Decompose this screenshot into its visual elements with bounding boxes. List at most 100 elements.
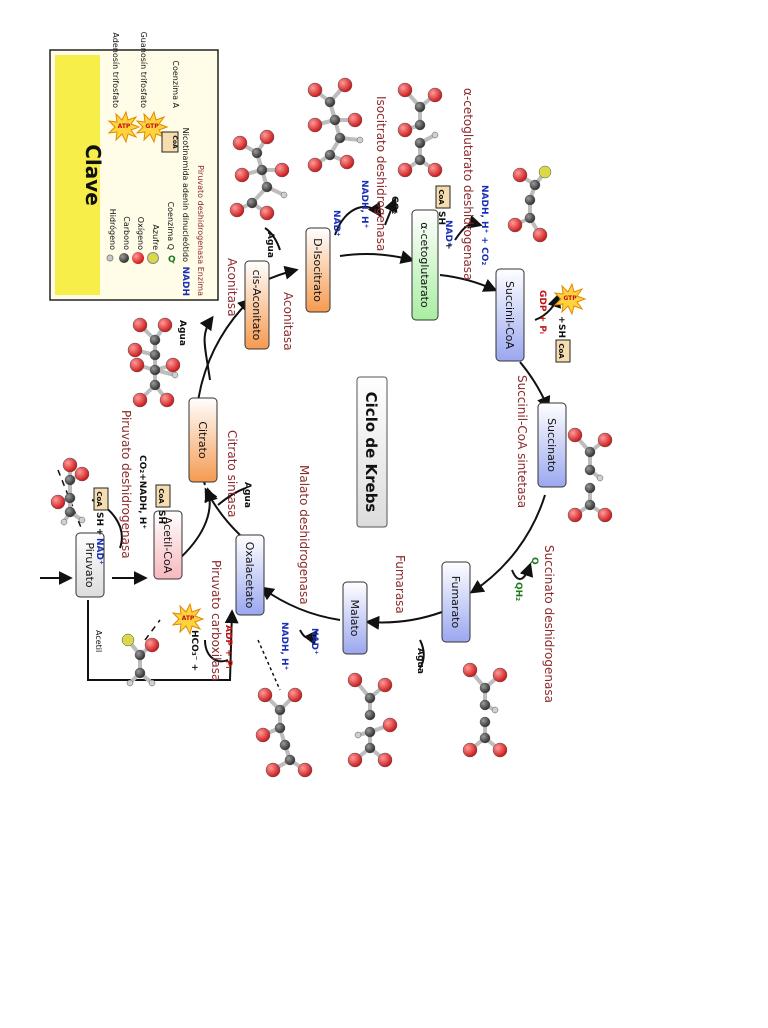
label-gdp-pi: GDP + Pᵢ xyxy=(537,290,547,334)
legend-label-enzyme: Piruvato deshidrogenasa Enzima xyxy=(196,165,205,296)
oxygen-atom xyxy=(74,466,90,482)
oxygen-atom xyxy=(259,205,275,221)
carbon-atom xyxy=(584,446,596,458)
oxygen-icon xyxy=(132,252,144,264)
label-nadh-co2-cetoglutarato: NADH, H⁺ + CO₂ xyxy=(479,185,489,265)
svg-text:ATP: ATP xyxy=(118,123,131,130)
carbon-atom xyxy=(274,722,286,734)
label-agua-fumarasa: Agua xyxy=(415,648,425,674)
carbon-atom xyxy=(414,137,426,149)
carbon-atom xyxy=(279,739,291,751)
enzyme-labels: Piruvato deshidrogenasa Piruvato carboxi… xyxy=(119,88,556,703)
box-oxalacetato: Oxalacetato xyxy=(235,534,265,616)
legend-nadh-abbr: NADH xyxy=(180,266,190,296)
carbon-atom xyxy=(584,464,596,476)
arrow-isocitrato-to-cetoglutarato xyxy=(339,250,415,264)
carbon-atom xyxy=(524,194,536,206)
svg-text:cis-Aconitato: cis-Aconitato xyxy=(250,270,263,341)
molecule-isocitrato xyxy=(307,77,364,173)
legend-title-band xyxy=(55,55,100,295)
svg-text:+: + xyxy=(94,528,104,536)
arrow-agua-release-citrato xyxy=(199,315,214,381)
legend-label-gtp: Guanosín trifosfato xyxy=(139,32,148,109)
carbon-atom xyxy=(149,334,161,346)
hydrogen-atom xyxy=(491,706,499,714)
box-citrato: Citrato xyxy=(188,397,218,483)
label-agua-citrato: Agua xyxy=(177,320,187,346)
oxygen-atom xyxy=(462,742,478,758)
oxygen-atom xyxy=(339,154,355,170)
legend-label-coenzyme-q: Coenzima Q xyxy=(166,202,175,250)
molecule-citrato xyxy=(127,317,181,408)
oxygen-atom xyxy=(347,112,363,128)
label-nadh-isocitrato: NADH, H⁺ xyxy=(359,180,369,229)
oxygen-atom xyxy=(132,317,148,333)
hydrogen-atom xyxy=(596,474,604,482)
legend-q-letter: Q xyxy=(168,255,176,265)
hydrogen-atom xyxy=(148,679,156,687)
oxygen-atom xyxy=(397,122,413,138)
carbon-atom xyxy=(479,699,491,711)
legend-title: Clave xyxy=(81,144,105,206)
molecule-cetoglutarato xyxy=(397,82,443,178)
carbon-atom xyxy=(64,474,76,486)
carbon-atom xyxy=(414,119,426,131)
oxygen-atom xyxy=(347,672,363,688)
carbon-atom xyxy=(284,754,296,766)
box-succinato: Succinato xyxy=(537,402,567,488)
label-adp-pi: ADP + Pᵢ xyxy=(223,625,233,668)
arrow-co2-isocitrato xyxy=(384,197,398,226)
dashed-link-acetil xyxy=(144,619,161,641)
label-agua-citrato-sintasa: Agua xyxy=(242,482,252,508)
label-aconitasa-1: Aconitasa xyxy=(225,258,239,317)
oxygen-atom xyxy=(132,392,148,408)
carbon-atom xyxy=(274,704,286,716)
oxygen-atom xyxy=(397,82,413,98)
carbon-atom xyxy=(364,742,376,754)
legend-label-carbon: Carbono xyxy=(122,216,131,250)
legend-label-oxygen: Oxígeno xyxy=(136,217,145,250)
curve-isocitrato-nad xyxy=(334,201,382,236)
oxygen-atom xyxy=(492,667,508,683)
label-succinato-deshidrogenasa: Succinato deshidrogenasa xyxy=(542,545,556,703)
label-plus-cetoglutarato: + xyxy=(443,242,453,250)
label-citrato-sintasa: Citrato sintasa xyxy=(225,430,239,517)
oxygen-atom xyxy=(234,167,250,183)
svg-text:CoA: CoA xyxy=(95,491,103,507)
svg-text:CoA: CoA xyxy=(557,343,565,359)
gtp-star-succinilcoa: GTP xyxy=(553,282,587,316)
curve-succinilcoa-gdp xyxy=(534,293,562,321)
oxygen-atom xyxy=(462,662,478,678)
oxygen-atom xyxy=(377,677,393,693)
label-piruvato-carboxilasa: Piruvato carboxilasa xyxy=(209,560,223,681)
carbon-atom xyxy=(364,709,376,721)
carbon-atom xyxy=(149,349,161,361)
svg-text:Oxalacetato: Oxalacetato xyxy=(243,542,256,609)
svg-text:GTP: GTP xyxy=(563,295,577,302)
oxygen-atom xyxy=(165,357,181,373)
molecule-fumarato xyxy=(462,662,508,758)
svg-text:Succinato: Succinato xyxy=(545,418,558,472)
carbon-atom xyxy=(324,149,336,161)
legend-label-nadh: Nicotinamida adenin dinucleótido xyxy=(181,128,191,262)
coa-sh-cetoglutarato: CoA SH xyxy=(435,185,451,225)
svg-text:GTP: GTP xyxy=(145,123,159,130)
arrow-malato-to-oxalacetato xyxy=(259,586,341,621)
carbon-atom xyxy=(324,96,336,108)
label-nad-isocitrato: NAD⁺ xyxy=(331,210,341,237)
carbon-atom xyxy=(261,181,273,193)
curve-malato-nad xyxy=(299,629,318,646)
carbon-atom xyxy=(584,499,596,511)
carbon-atom xyxy=(414,101,426,113)
oxygen-atom xyxy=(144,637,160,653)
carbon-atom xyxy=(251,147,263,159)
svg-text:Ciclo de Krebs: Ciclo de Krebs xyxy=(362,392,380,513)
oxygen-atom xyxy=(157,317,173,333)
svg-text:CoA: CoA xyxy=(157,488,165,504)
hydrogen-atom xyxy=(60,518,68,526)
atp-star-carboxilasa: ATP xyxy=(171,602,205,636)
arrow-fumarato-to-malato xyxy=(365,611,443,630)
svg-text:Acetil-CoA: Acetil-CoA xyxy=(161,517,174,574)
coa-sh-acetilcoa: CoA SH xyxy=(155,484,171,524)
